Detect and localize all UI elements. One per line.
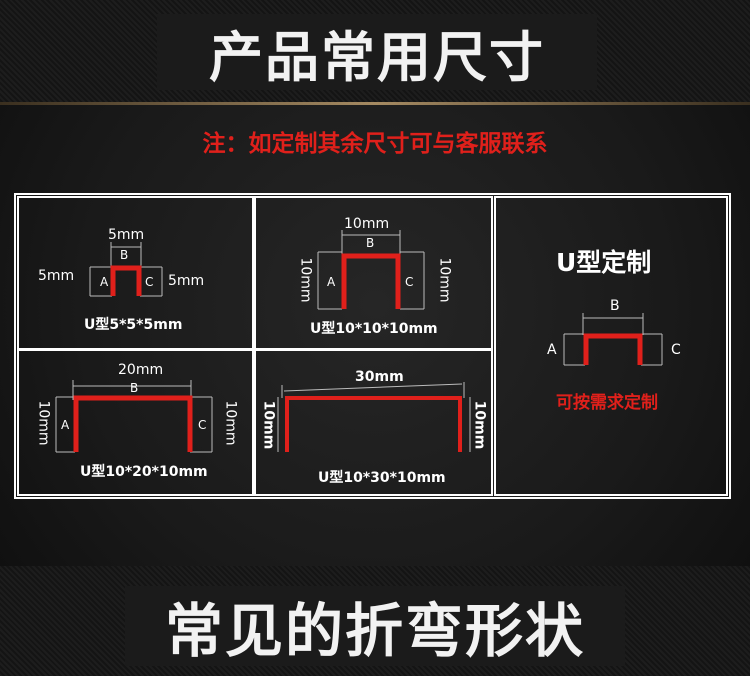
custom-size-note: 注：如定制其余尺寸可与客服联系 <box>202 131 548 157</box>
p3-c-letter: C <box>198 418 207 432</box>
custom-cell <box>494 196 728 496</box>
u-profile-10x10x10 <box>341 253 401 309</box>
p1-b-letter: B <box>120 248 129 262</box>
p1-right-label: 5mm <box>168 273 205 289</box>
product-cell-4 <box>254 349 493 496</box>
p1-c-letter: C <box>145 275 154 289</box>
p2-right-label: 10mm <box>436 257 453 303</box>
product-cell-3 <box>17 349 254 496</box>
p4-left-label: 10mm <box>260 400 277 450</box>
p4-caption: U型10*30*10mm <box>318 470 446 486</box>
p2-caption: U型10*10*10mm <box>310 321 438 337</box>
p4-top-label: 30mm <box>355 369 404 385</box>
footer-title-box: 常见的折弯形状 <box>125 586 625 666</box>
u-profile-10x20x10 <box>73 395 193 452</box>
p3-a-letter: A <box>61 418 70 432</box>
p2-c-letter: C <box>405 275 414 289</box>
p3-left-label: 10mm <box>35 400 52 446</box>
custom-a-letter: A <box>547 342 557 358</box>
u-profile-10x30x10 <box>285 396 462 452</box>
header-divider <box>0 102 750 105</box>
p2-b-letter: B <box>366 236 375 250</box>
u-profiles <box>73 253 643 452</box>
p3-caption: U型10*20*10mm <box>80 464 208 480</box>
p3-b-letter: B <box>130 381 139 395</box>
footer-title: 常见的折弯形状 <box>164 597 585 665</box>
custom-c-letter: C <box>671 342 681 358</box>
p4-right-label: 10mm <box>471 400 488 450</box>
p1-caption: U型5*5*5mm <box>84 317 183 333</box>
custom-title: U型定制 <box>556 248 652 277</box>
page-title: 产品常用尺寸 <box>209 25 545 89</box>
p1-a-letter: A <box>100 275 109 289</box>
u-profile-5x5x5 <box>110 265 142 296</box>
p1-top-label: 5mm <box>108 227 145 243</box>
p3-top-label: 20mm <box>118 362 164 378</box>
dimension-lines <box>55 230 663 453</box>
custom-b-letter: B <box>610 298 620 314</box>
p2-left-label: 10mm <box>297 257 314 303</box>
custom-note: 可按需求定制 <box>556 393 658 413</box>
size-table <box>14 193 731 499</box>
p2-a-letter: A <box>327 275 336 289</box>
p1-left-label: 5mm <box>38 268 75 284</box>
header-title-box: 产品常用尺寸 <box>157 14 597 90</box>
p3-right-label: 10mm <box>222 400 239 446</box>
p2-top-label: 10mm <box>344 216 390 232</box>
u-profile-custom <box>583 333 643 365</box>
